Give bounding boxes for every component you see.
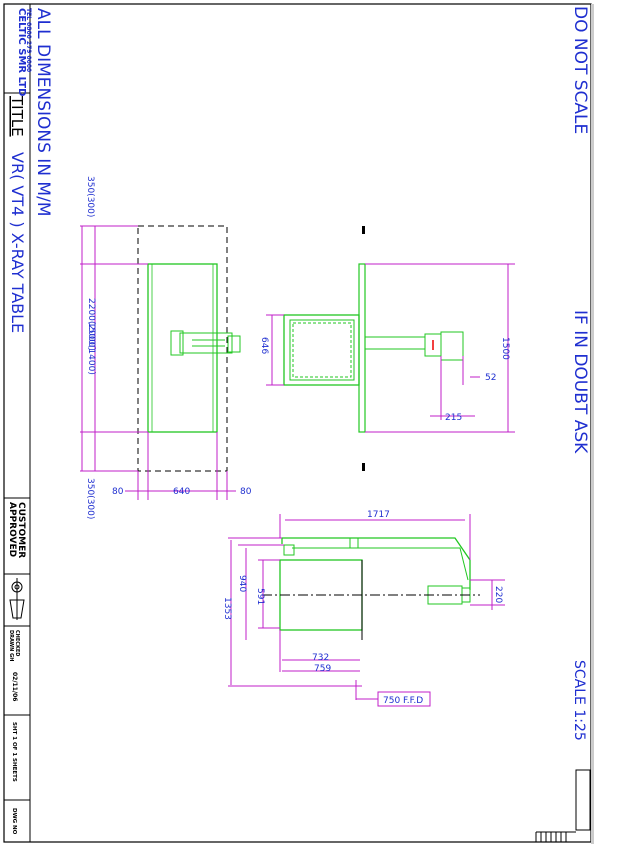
company-name: CELTIC SMR LTD (16, 8, 27, 96)
side-frame (283, 314, 360, 386)
scale-bar (535, 769, 591, 842)
dim-end-591: 591 (255, 588, 265, 605)
sheet-border (3, 3, 592, 843)
projection-symbol-icon (9, 578, 25, 620)
plan-view (80, 225, 241, 500)
dim-side-215: 215 (445, 413, 462, 423)
company-tel: TEL 0800 279 0000 (25, 8, 32, 72)
drawing-title: VR( VT4 ) X-RAY TABLE (8, 152, 27, 333)
dim-end-759: 759 (314, 664, 331, 674)
dim-end-1353: 1353 (222, 597, 232, 620)
dim-ffd: 750 F.F.D (383, 696, 423, 706)
dim-w80-left: 80 (112, 487, 124, 497)
dim-mid-1500: 1500(1400) (86, 322, 96, 375)
dim-overall-2200: 2200(2000) (86, 298, 96, 351)
dim-end-1717: 1717 (367, 510, 390, 520)
dim-side-646: 646 (259, 337, 269, 354)
dim-end-940: 940 (237, 575, 247, 592)
dim-side-1500: 1500 (500, 337, 510, 360)
approved-label: APPROVED (7, 502, 17, 557)
drawn-label: DRAWN GH (8, 630, 14, 661)
dim-end-220: 220 (493, 586, 503, 603)
do-not-scale-note: DO NOT SCALE (570, 6, 590, 134)
dim-w640: 640 (173, 487, 190, 497)
all-dimensions-note: ALL DIMENSIONS IN M/M (33, 8, 53, 217)
plan-outline-dashed (137, 225, 228, 472)
dim-end-732: 732 (312, 653, 329, 663)
customer-label: CUSTOMER (16, 502, 26, 558)
end-view (228, 514, 505, 707)
scale-note: SCALE 1:25 (571, 660, 587, 741)
dwg-no-label: DWG NO (11, 808, 17, 835)
if-in-doubt-note: IF IN DOUBT ASK (570, 310, 590, 454)
dim-bottom-350: 350(300) (85, 478, 95, 519)
dim-top-350: 350(300) (85, 176, 95, 217)
title-label: TITLE (8, 95, 26, 137)
checked-label: CHECKED (14, 630, 20, 656)
sheet-count: SHT 1 OF 1 SHEETS (11, 722, 17, 782)
dim-w80-right: 80 (240, 487, 252, 497)
page-shadow (591, 4, 594, 844)
side-view (266, 226, 515, 471)
date-value: 02/11/06 (11, 672, 18, 701)
dim-side-52: 52 (485, 373, 496, 383)
